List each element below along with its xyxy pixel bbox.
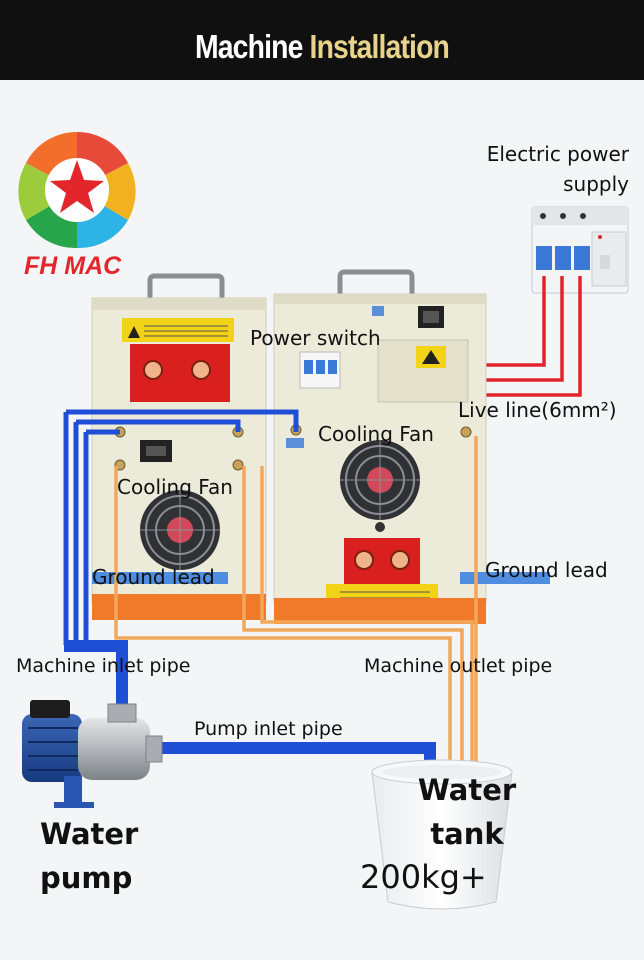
cooling-fan-icon bbox=[140, 490, 220, 570]
power-switch-label: Power switch bbox=[250, 326, 381, 350]
cooling-fan-icon bbox=[340, 440, 420, 520]
title-part1: Machine bbox=[194, 28, 303, 65]
inlet-pipe-elbow bbox=[64, 640, 126, 652]
electric-power-supply-line1: Electric power bbox=[486, 142, 629, 166]
left-machine bbox=[91, 273, 267, 620]
tank-capacity-label: 200kg+ bbox=[360, 858, 487, 896]
ground-lead-right-label: Ground lead bbox=[485, 558, 608, 582]
title-part2: Installation bbox=[302, 28, 450, 65]
electric-power-supply-line2: supply bbox=[563, 172, 629, 196]
ground-lead-left-label: Ground lead bbox=[92, 565, 215, 589]
water-pump-label: Water pump bbox=[40, 812, 138, 900]
water-pump-line1: Water bbox=[40, 817, 139, 851]
water-pump-icon bbox=[22, 700, 163, 808]
water-tank-line2: tank bbox=[430, 817, 504, 851]
water-tank-icon bbox=[371, 759, 513, 910]
water-pump-line2: pump bbox=[40, 861, 133, 895]
fhmac-logo-icon bbox=[18, 131, 136, 249]
ground-lead-right bbox=[460, 572, 550, 584]
ground-lead-left bbox=[92, 572, 228, 584]
machine-outlet-pipes bbox=[114, 436, 478, 775]
logo-text: FH MAC bbox=[24, 252, 122, 280]
water-tank-label: Water tank bbox=[412, 768, 522, 856]
page-title: Machine Installation bbox=[45, 28, 599, 66]
live-line-label: Live line(6mm²) bbox=[458, 398, 617, 422]
machine-inlet-pipe-label: Machine inlet pipe bbox=[16, 655, 191, 677]
cooling-fan-right-label: Cooling Fan bbox=[318, 422, 434, 446]
cooling-fan-left-label: Cooling Fan bbox=[117, 475, 233, 499]
electric-power-supply-label: Electric power supply bbox=[474, 139, 629, 199]
pump-outlet-pipe bbox=[116, 640, 128, 720]
pump-inlet-pipe-label: Pump inlet pipe bbox=[194, 718, 343, 740]
circuit-breaker-icon bbox=[531, 206, 629, 294]
water-tank-line1: Water bbox=[417, 773, 517, 807]
header-bar: Machine Installation bbox=[0, 0, 644, 80]
right-machine bbox=[273, 269, 487, 624]
warning-label-icon bbox=[416, 346, 446, 368]
machine-inlet-pipes bbox=[63, 409, 299, 650]
warning-label-icon bbox=[122, 318, 234, 342]
power-socket-icon bbox=[140, 440, 172, 462]
installation-diagram bbox=[18, 131, 629, 910]
machine-outlet-pipe-label: Machine outlet pipe bbox=[364, 655, 553, 677]
